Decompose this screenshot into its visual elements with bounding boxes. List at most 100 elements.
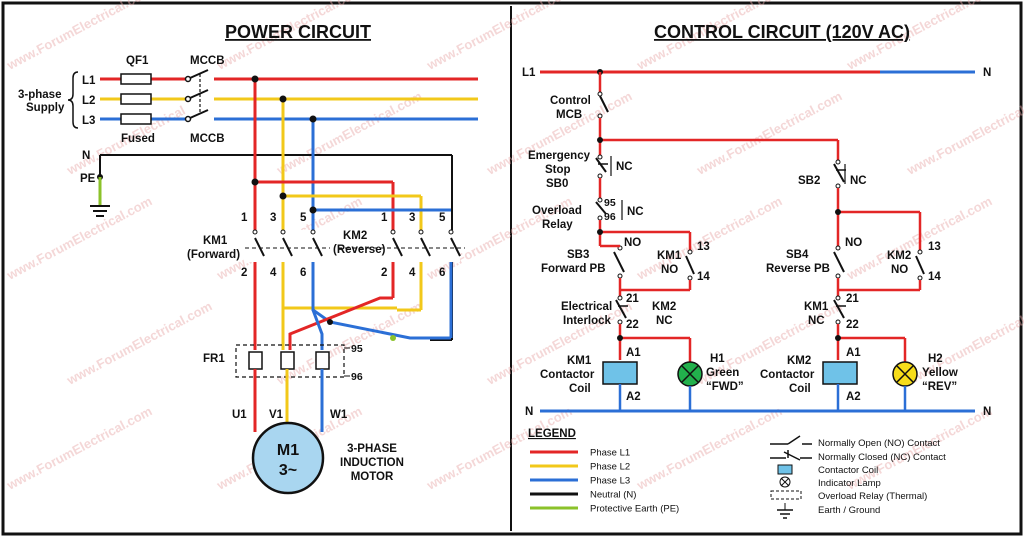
legend-line-label: Phase L1: [590, 448, 630, 459]
km1-contacts: [245, 229, 330, 262]
legend-symbol-nc: Normally Closed (NC) Contact: [818, 452, 946, 463]
h2-label: H2: [928, 353, 943, 365]
km2-14: 14: [928, 271, 941, 283]
legend-nc-symbol: [770, 450, 812, 461]
km1-coil-label-2: Contactor: [540, 369, 595, 381]
motor-sub: 3~: [279, 462, 297, 479]
estop-contact: [595, 154, 608, 179]
interlock1-km2: KM2: [652, 301, 676, 313]
h1-color: Green: [706, 367, 739, 379]
km1-label: KM1: [203, 235, 228, 247]
power-circuit: POWER CIRCUIT 3-phase Supply L1 L2 L3 QF…: [18, 22, 478, 495]
mccb-label-bottom: MCCB: [190, 133, 225, 145]
mccb-label-top: MCCB: [190, 55, 225, 67]
sb2-nc: NC: [850, 175, 867, 187]
sb4-no: NO: [845, 237, 862, 249]
h2-tag: “REV”: [922, 381, 957, 393]
interlock2-km1: KM1: [804, 301, 829, 313]
sb4-label-2: Reverse PB: [766, 263, 830, 275]
interlock1-21: 21: [626, 293, 639, 305]
legend-symbol-lamp: Indicator Lamp: [818, 478, 881, 489]
legend-earth-symbol: [777, 503, 793, 519]
motor-desc-2: INDUCTION: [340, 457, 404, 469]
km1-terminal-6: 6: [300, 267, 306, 279]
km1-coil-label-3: Coil: [569, 383, 591, 395]
km2-terminal-3: 3: [409, 212, 415, 224]
km2-hold-label: KM2: [887, 250, 911, 262]
mccb-switch: [184, 69, 214, 124]
sb4-label-1: SB4: [786, 249, 809, 261]
sb3-no: NO: [624, 237, 641, 249]
ol-nc: NC: [627, 206, 644, 218]
power-title: POWER CIRCUIT: [225, 22, 371, 42]
control-title: CONTROL CIRCUIT (120V AC): [654, 22, 910, 42]
supply-label-1: 3-phase: [18, 89, 61, 101]
sb3-label-2: Forward PB: [541, 263, 606, 275]
sb2-label: SB2: [798, 175, 820, 187]
legend-symbol-coil: Contactor Coil: [818, 465, 878, 476]
phase-label-l2: L2: [82, 95, 95, 107]
legend-no-symbol: [770, 435, 812, 445]
fuse-l2: [120, 93, 152, 105]
ol-label-1: Overload: [532, 205, 582, 217]
interlock-label-1: Electrical: [561, 301, 612, 313]
legend-symbol-earth: Earth / Ground: [818, 505, 880, 516]
motor-id: M1: [277, 442, 299, 459]
estop-label-3: SB0: [546, 178, 568, 190]
km2-interlock-contact: [615, 295, 628, 325]
legend-line-label: Phase L2: [590, 462, 630, 473]
neutral-label: N: [82, 150, 90, 162]
km2-13: 13: [928, 241, 941, 253]
legend-line-label: Protective Earth (PE): [590, 504, 679, 515]
km2-coil-label-3: Coil: [789, 383, 811, 395]
terminal-v1: V1: [269, 409, 284, 421]
fuse-l1: [120, 73, 152, 85]
legend-title: LEGEND: [528, 428, 576, 440]
motor-symbol: [251, 421, 325, 495]
km1-terminal-1: 1: [241, 212, 248, 224]
motor-desc-3: MOTOR: [351, 471, 394, 483]
km2-hold-contact: [915, 249, 925, 281]
km2-label: KM2: [343, 230, 367, 242]
km1-14: 14: [697, 271, 710, 283]
km1-hold-label: KM1: [657, 250, 682, 262]
km2-terminal-1: 1: [381, 212, 388, 224]
sb4-reverse-button: [833, 245, 845, 279]
km1-hold-contact: [685, 249, 695, 281]
ol-96: 96: [604, 211, 616, 223]
h1-tag: “FWD”: [706, 381, 744, 393]
supply-label-2: Supply: [26, 102, 65, 114]
n-rail-label-left: N: [525, 406, 533, 418]
km1-terminal-2: 2: [241, 267, 247, 279]
fr1-96: 96: [351, 371, 363, 383]
km2-terminal-5: 5: [439, 212, 446, 224]
km2-a2: A2: [846, 391, 861, 403]
interlock2-22: 22: [846, 319, 859, 331]
km2-hold-no: NO: [891, 264, 908, 276]
interlock2-21: 21: [846, 293, 859, 305]
interlock1-nc: NC: [656, 315, 673, 327]
overload-contact: [595, 197, 607, 221]
km1-coil-label: KM1: [567, 355, 592, 367]
legend-symbol-no: Normally Open (NO) Contact: [818, 438, 940, 449]
fr1-label: FR1: [203, 353, 225, 365]
motor-desc-1: 3-PHASE: [347, 443, 397, 455]
km2-coil-label-2: Contactor: [760, 369, 815, 381]
h2-color: Yellow: [922, 367, 958, 379]
km2-contacts: [338, 229, 465, 262]
km1-a2: A2: [626, 391, 641, 403]
km2-a1: A1: [846, 347, 861, 359]
km2-terminal-2: 2: [381, 267, 387, 279]
km1-interlock-contact: [833, 295, 846, 325]
mcb-label-1: Control: [550, 95, 591, 107]
legend-lamp-symbol: [779, 476, 791, 488]
sb2-stop-button: [833, 159, 846, 189]
ol-95: 95: [604, 197, 616, 209]
km2-terminal-4: 4: [409, 267, 416, 279]
fuse-label: QF1: [126, 55, 149, 67]
h1-label: H1: [710, 353, 725, 365]
km2-coil-label: KM2: [787, 355, 811, 367]
n-rail-label-right: N: [983, 406, 991, 418]
